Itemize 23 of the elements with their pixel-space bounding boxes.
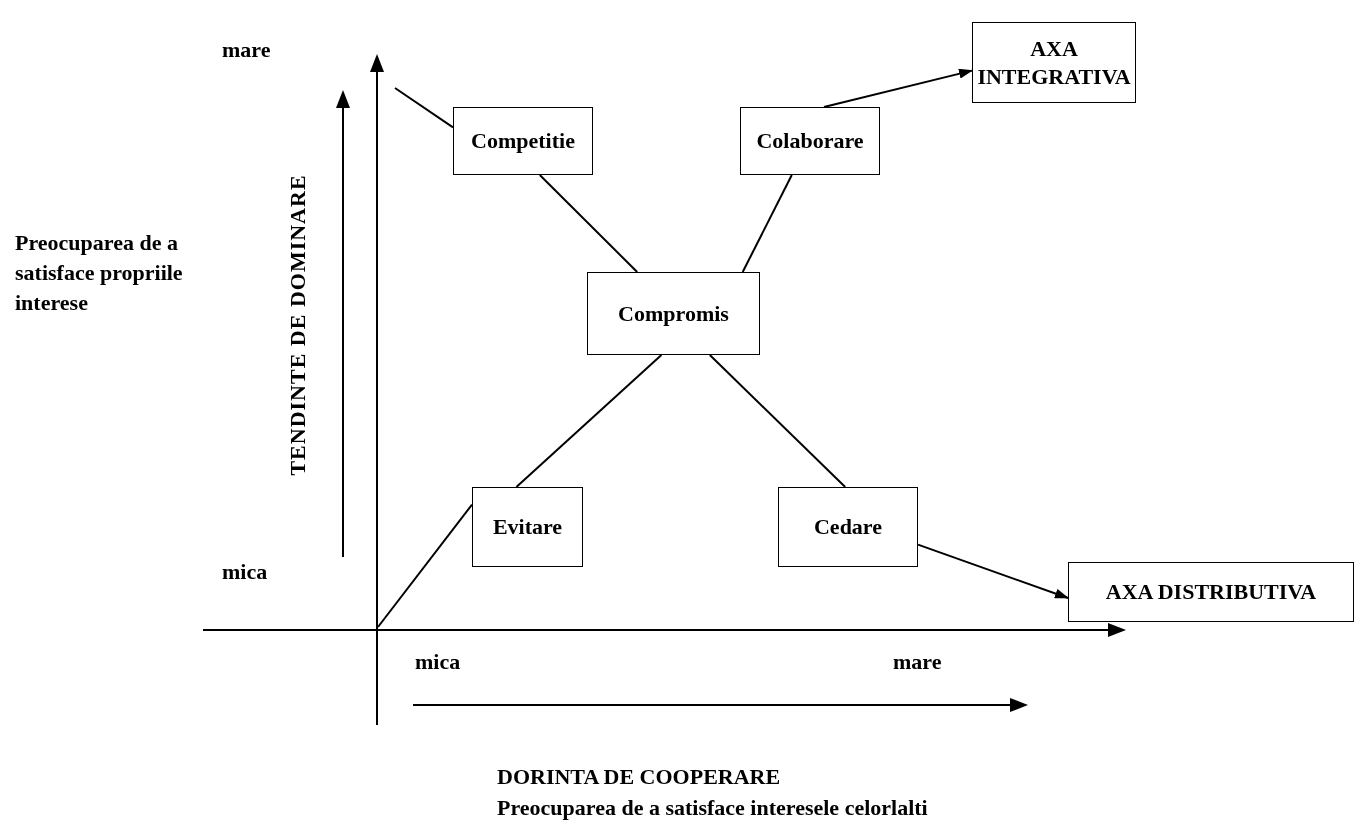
connector-line [708,354,847,488]
connector-line [515,354,663,488]
arrow [823,68,973,108]
axis-title: Preocuparea de a satisface interesele celorlalti [497,794,928,822]
axis-title: DORINTA DE COOPERARE [497,763,781,791]
axis-label: mica [415,648,461,676]
strategy-box: Cedare [778,487,918,567]
connector-line [394,87,454,129]
strategy-box: AXA INTEGRATIVA [972,22,1136,103]
strategy-box: AXA DISTRIBUTIVA [1068,562,1354,622]
strategy-box: Compromis [587,272,760,355]
axis-title: Preocuparea de a satisface propriile interese [15,229,184,317]
axis-label: mica [222,558,268,586]
axis-label: mare [893,648,942,676]
strategy-box: Colaborare [740,107,880,175]
arrow [917,543,1069,599]
connector-line [741,174,793,273]
connector-line [538,174,639,273]
axis-title: TENDINTE DE DOMINARE [283,174,311,476]
connector-line [377,503,473,628]
strategy-box: Competitie [453,107,593,175]
axis-label: mare [222,36,271,64]
strategy-box: Evitare [472,487,583,567]
